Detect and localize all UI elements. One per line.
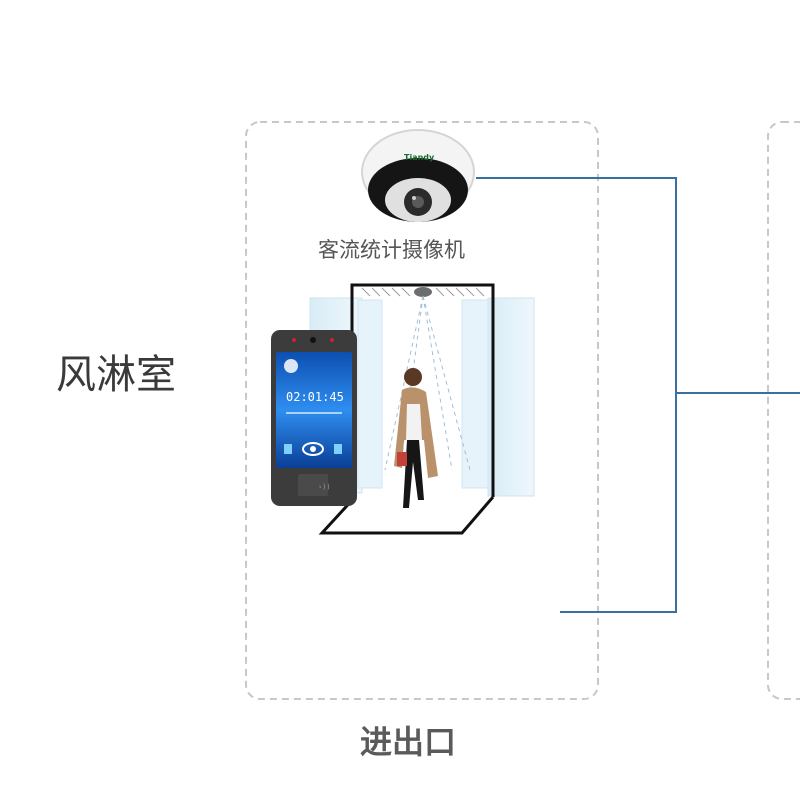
entrance-area-box	[245, 121, 599, 700]
camera-brand: Tiandy	[404, 153, 435, 162]
face-recognition-terminal: ›))	[271, 330, 357, 506]
network-connectors	[476, 177, 800, 613]
connector-line	[476, 177, 677, 613]
svg-text:›)): ›))	[318, 483, 331, 491]
person-figure	[394, 368, 438, 508]
room-label: 风淋室	[56, 352, 176, 398]
camera-icon	[361, 129, 475, 222]
adjacent-area-box	[767, 121, 800, 700]
terminal-time: 02:01:45	[286, 390, 344, 404]
camera-label: 客流统计摄像机	[318, 238, 465, 262]
area-label: 进出口	[360, 723, 457, 761]
